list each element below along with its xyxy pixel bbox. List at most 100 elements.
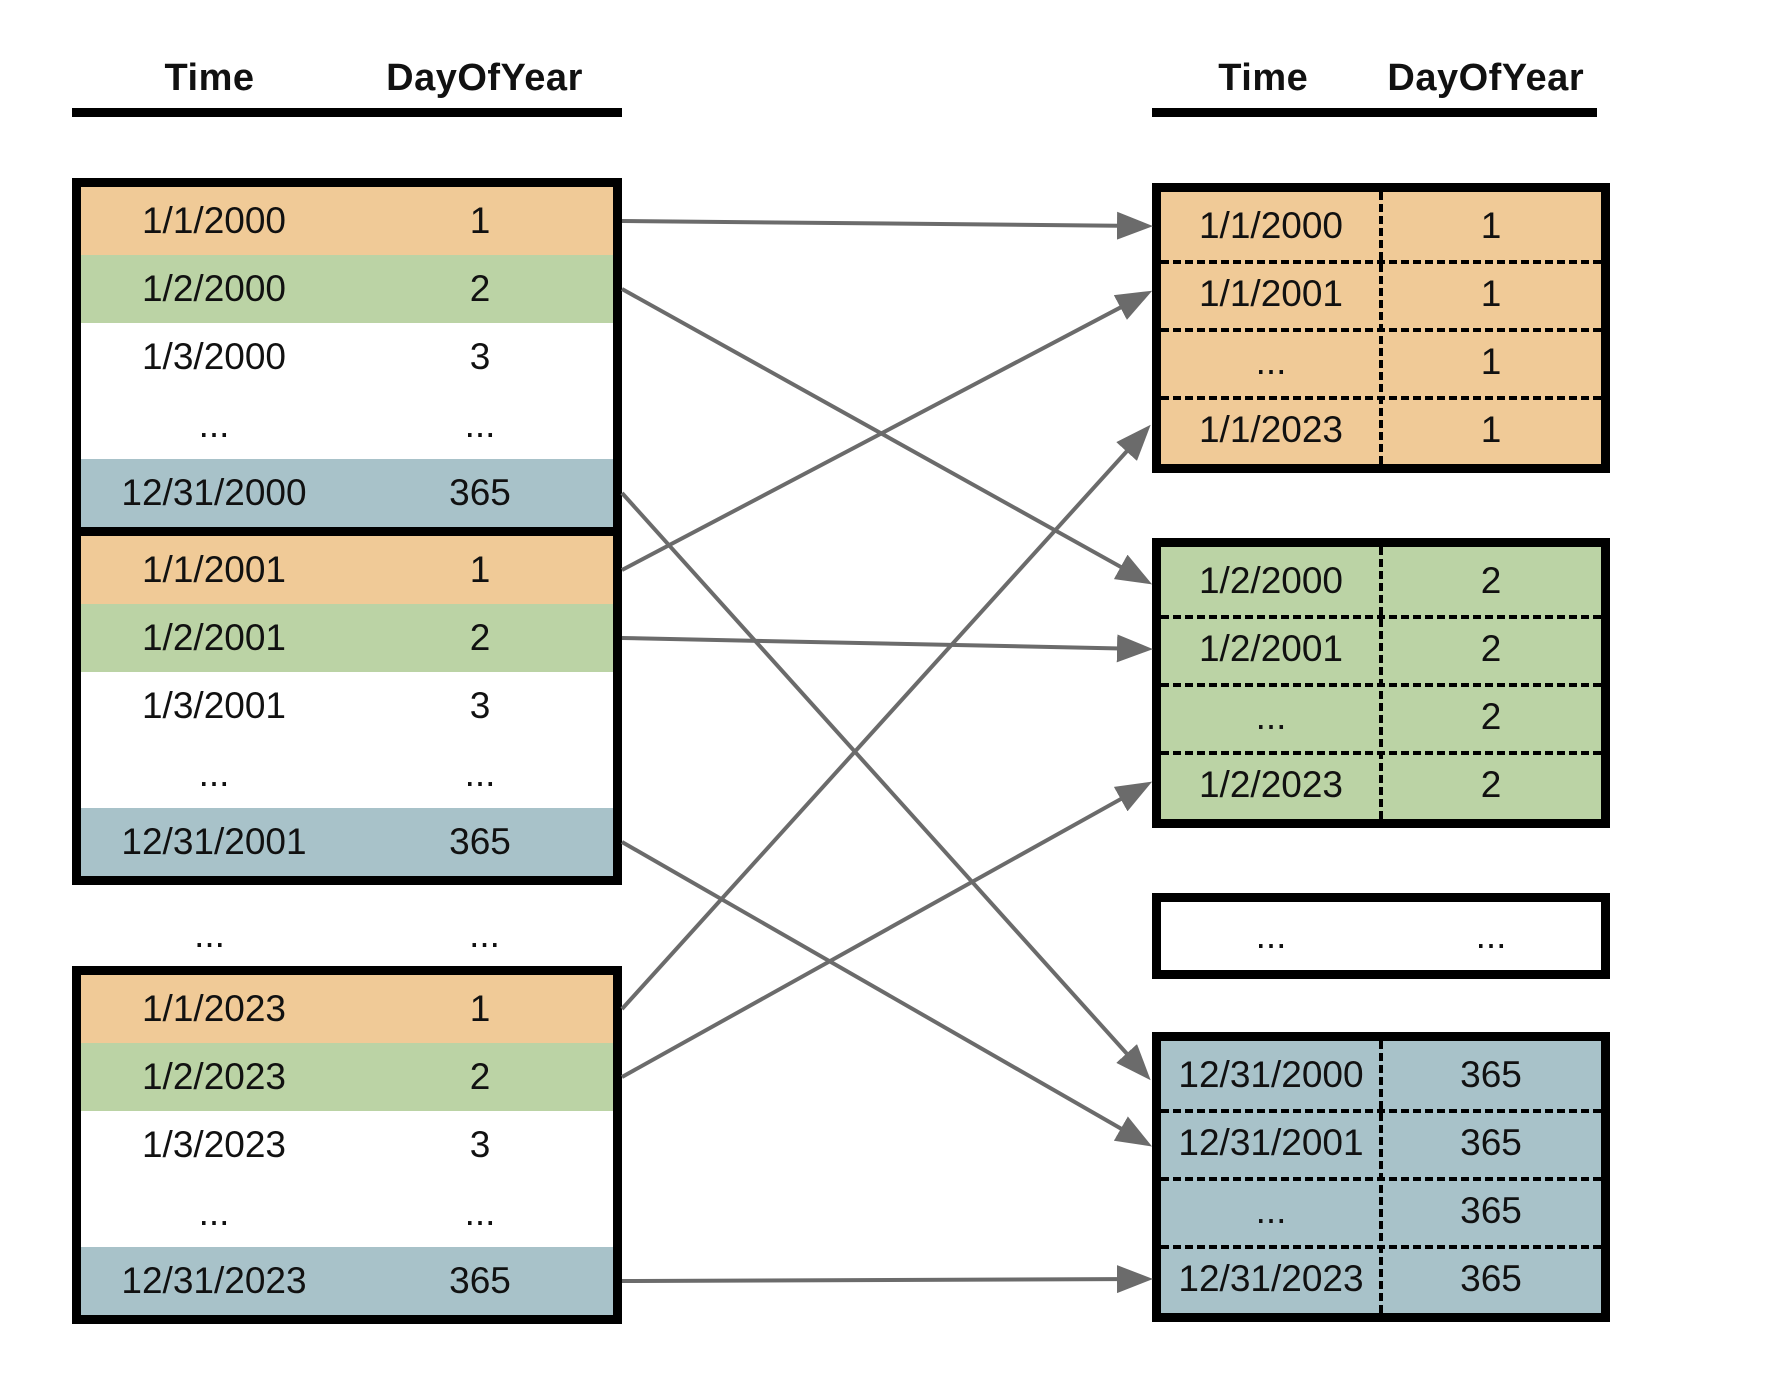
cell-time: ... xyxy=(1255,915,1287,956)
cell-time: 1/1/2023 xyxy=(1198,409,1344,450)
cell-time: ... xyxy=(198,753,230,794)
arrow-1-1-2001-to-day-1-group xyxy=(621,290,1153,572)
cell-day: 2 xyxy=(469,1056,491,1097)
arrow-1-2-2023-to-day-2-group xyxy=(621,781,1153,1079)
column-divider xyxy=(1379,192,1383,464)
cell-day: 365 xyxy=(449,1260,511,1301)
cell-day: 1 xyxy=(1480,205,1502,246)
cell-day: 365 xyxy=(1460,1122,1522,1163)
arrow-1-2-2001-to-day-2-group xyxy=(621,634,1153,663)
right-header-dayofyear: DayOfYear xyxy=(1387,57,1585,99)
cell-day: ... xyxy=(464,1192,496,1233)
table-row: ...... xyxy=(1161,902,1601,970)
cell-day: ... xyxy=(464,404,496,445)
column-divider xyxy=(1379,1041,1383,1313)
arrow-12-31-2000-to-day-365-group xyxy=(620,491,1151,1081)
table-row: ...... xyxy=(81,391,613,459)
cell-time: ... xyxy=(1255,1190,1287,1231)
between-tables-ellipsis-row: ... ... xyxy=(72,905,622,965)
cell-time: 12/31/2001 xyxy=(1178,1122,1364,1163)
cell-time: ... xyxy=(1255,341,1287,382)
cell-time: 1/1/2023 xyxy=(141,988,287,1029)
cell-time: 1/1/2000 xyxy=(1198,205,1344,246)
arrow-1-1-2023-to-day-1-group xyxy=(620,424,1151,1011)
cell-day: 2 xyxy=(1480,560,1502,601)
table-row: ...... xyxy=(81,740,613,808)
table-row: 1/3/2000 3 xyxy=(81,323,613,391)
arrow-1-2-2000-to-day-2-group xyxy=(621,287,1153,585)
cell-time: 1/2/2023 xyxy=(1198,764,1344,805)
cell-day: 365 xyxy=(1460,1054,1522,1095)
table-row: 1/1/2000 1 xyxy=(1161,192,1601,260)
cell-day: 365 xyxy=(449,821,511,862)
table-row: 1/2/2023 2 xyxy=(81,1043,613,1111)
arrow-12-31-2023-to-day-365-group xyxy=(621,1265,1153,1294)
right-header-time: Time xyxy=(1218,57,1309,99)
cell-day: 365 xyxy=(449,472,511,513)
cell-day: 2 xyxy=(469,617,491,658)
cell-time: 1/3/2023 xyxy=(141,1124,287,1165)
right-header-rule xyxy=(1152,108,1597,117)
arrow-12-31-2001-to-day-365-group xyxy=(621,840,1153,1147)
cell-day: 1 xyxy=(469,200,491,241)
cell-time: 12/31/2023 xyxy=(1178,1258,1364,1299)
cell-time: 12/31/2000 xyxy=(121,472,307,513)
cell-day: ... xyxy=(469,914,500,955)
cell-day: 1 xyxy=(1480,409,1502,450)
column-divider xyxy=(1379,547,1383,819)
table-row: 1/1/2000 1 xyxy=(81,187,613,255)
cell-day: 1 xyxy=(469,549,491,590)
cell-time: 1/2/2023 xyxy=(141,1056,287,1097)
cell-time: 1/2/2001 xyxy=(1198,628,1344,669)
cell-time: ... xyxy=(1255,696,1287,737)
cell-day: ... xyxy=(1475,915,1507,956)
left-header-dayofyear: DayOfYear xyxy=(386,57,583,99)
left-header-time: Time xyxy=(164,57,255,99)
table-row: 1/2/2000 2 xyxy=(1161,547,1601,615)
table-row: 1/3/2001 3 xyxy=(81,672,613,740)
left-header-rule xyxy=(72,108,622,117)
cell-time: 1/1/2001 xyxy=(1198,273,1344,314)
table-row: 12/31/2000 365 xyxy=(81,459,613,527)
cell-day: 3 xyxy=(469,336,491,377)
cell-time: 1/3/2000 xyxy=(141,336,287,377)
cell-time: 1/2/2000 xyxy=(1198,560,1344,601)
cell-time: 12/31/2023 xyxy=(121,1260,307,1301)
cell-time: 12/31/2000 xyxy=(1178,1054,1364,1095)
cell-day: 3 xyxy=(469,685,491,726)
cell-time: 1/1/2001 xyxy=(141,549,287,590)
cell-day: 365 xyxy=(1460,1190,1522,1231)
left-header: Time DayOfYear xyxy=(72,44,622,100)
cell-day: 1 xyxy=(1480,341,1502,382)
table-row: 12/31/2000 365 xyxy=(1161,1041,1601,1109)
cell-time: ... xyxy=(198,1192,230,1233)
right-table-day-1-group: 1/1/2000 1 1/1/2001 1... 1 1/1/2023 1 xyxy=(1152,183,1610,473)
right-table-ellipsis-group: ...... xyxy=(1152,893,1610,979)
arrow-1-1-2000-to-day-1-group xyxy=(621,211,1153,240)
cell-day: 1 xyxy=(469,988,491,1029)
table-row: 1/1/2023 1 xyxy=(81,975,613,1043)
cell-day: 3 xyxy=(469,1124,491,1165)
cell-time: ... xyxy=(198,404,230,445)
cell-day: 1 xyxy=(1480,273,1502,314)
cell-day: ... xyxy=(464,753,496,794)
table-row: 1/1/2001 1 xyxy=(81,536,613,604)
cell-time: 1/1/2000 xyxy=(141,200,287,241)
table-row: 1/3/2023 3 xyxy=(81,1111,613,1179)
table-row: ...... xyxy=(81,1179,613,1247)
cell-day: 365 xyxy=(1460,1258,1522,1299)
table-row: 12/31/2023 365 xyxy=(81,1247,613,1315)
cell-time: 1/3/2001 xyxy=(141,685,287,726)
right-header: Time DayOfYear xyxy=(1152,44,1597,100)
cell-time: ... xyxy=(194,914,225,955)
cell-day: 2 xyxy=(1480,696,1502,737)
